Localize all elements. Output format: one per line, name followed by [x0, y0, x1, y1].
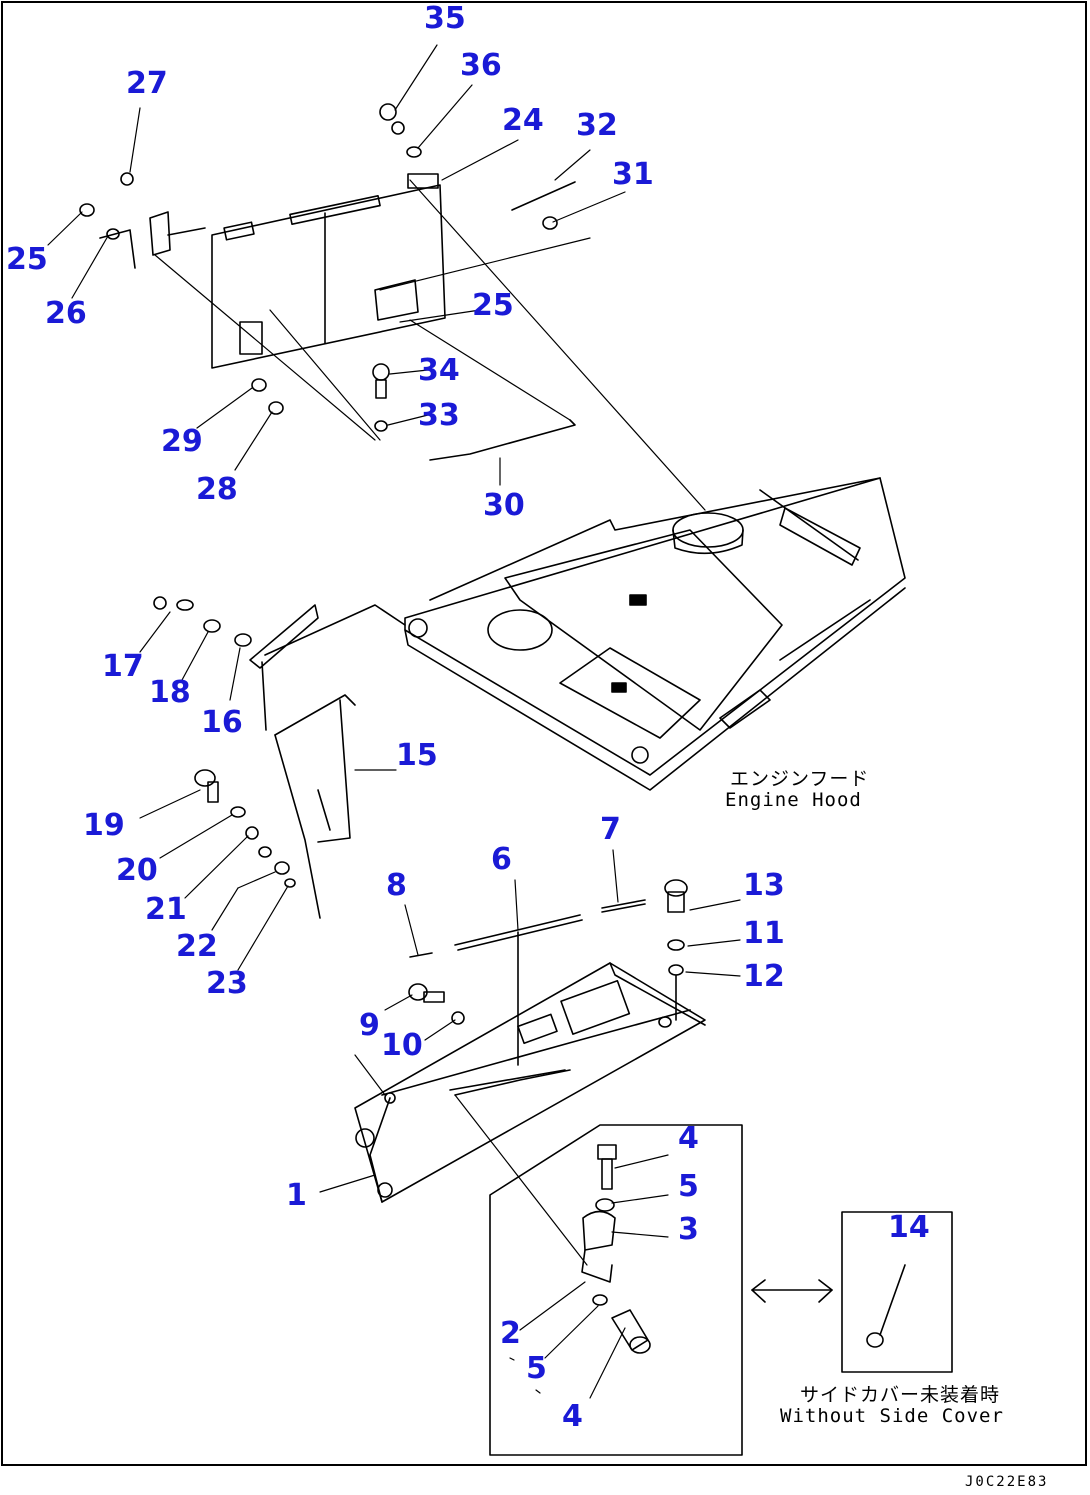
callout-23: 23 [206, 966, 248, 1001]
engine-hood-label-jp: エンジンフード [730, 768, 870, 790]
detail-leaders [509, 1154, 669, 1399]
callout-21: 21 [145, 892, 187, 927]
callout-27: 27 [126, 66, 168, 101]
diagram-frame [1, 1, 1087, 1466]
callout-14: 14 [888, 1210, 930, 1245]
callout-5-top: 5 [678, 1169, 699, 1204]
drawing-code: J0C22E83 [965, 1474, 1049, 1490]
callout-13: 13 [743, 868, 785, 903]
callout-35: 35 [424, 1, 466, 36]
callout-4-bottom: 4 [562, 1399, 583, 1434]
callout-1: 1 [286, 1178, 307, 1213]
callout-9: 9 [359, 1008, 380, 1043]
side-cover [354, 962, 706, 1203]
callout-16: 16 [201, 705, 243, 740]
callout-7: 7 [600, 812, 621, 847]
callout-12: 12 [743, 959, 785, 994]
callout-22: 22 [176, 929, 218, 964]
callout-26: 26 [45, 296, 87, 331]
callout-34: 34 [418, 353, 460, 388]
callout-10: 10 [381, 1028, 423, 1063]
callout-5-bottom: 5 [526, 1351, 547, 1386]
callout-36: 36 [460, 48, 502, 83]
callout-6: 6 [491, 842, 512, 877]
side-bracket [153, 596, 406, 919]
callout-25-right: 25 [472, 288, 514, 323]
callout-3: 3 [678, 1212, 699, 1247]
callout-20: 20 [116, 853, 158, 888]
lower-leaders [319, 849, 741, 1266]
callout-30: 30 [483, 488, 525, 523]
without-side-cover-label-jp: サイドカバー未装着時 [800, 1384, 1001, 1406]
callout-2: 2 [500, 1316, 521, 1351]
side-cover-hardware [408, 879, 688, 1066]
top-cover-hardware [79, 103, 576, 461]
without-side-cover-label-en: Without Side Cover [780, 1405, 1004, 1427]
callout-29: 29 [161, 424, 203, 459]
callout-31: 31 [612, 157, 654, 192]
callout-33: 33 [418, 398, 460, 433]
callout-15: 15 [396, 738, 438, 773]
top-cover-panel [99, 173, 446, 369]
callout-25-left: 25 [6, 242, 48, 277]
engine-hood-label-en: Engine Hood [725, 789, 862, 811]
callout-18: 18 [149, 675, 191, 710]
callout-19: 19 [83, 808, 125, 843]
callout-32: 32 [576, 108, 618, 143]
detail-box [489, 1124, 743, 1456]
side-leaders [139, 611, 397, 971]
callout-24: 24 [502, 103, 544, 138]
callout-28: 28 [196, 472, 238, 507]
engine-hood [404, 477, 906, 791]
top-leaders [47, 44, 706, 511]
callout-4-top: 4 [678, 1121, 699, 1156]
callout-17: 17 [102, 649, 144, 684]
callout-11: 11 [743, 916, 785, 951]
callout-8: 8 [386, 868, 407, 903]
alt-box [751, 1211, 953, 1373]
